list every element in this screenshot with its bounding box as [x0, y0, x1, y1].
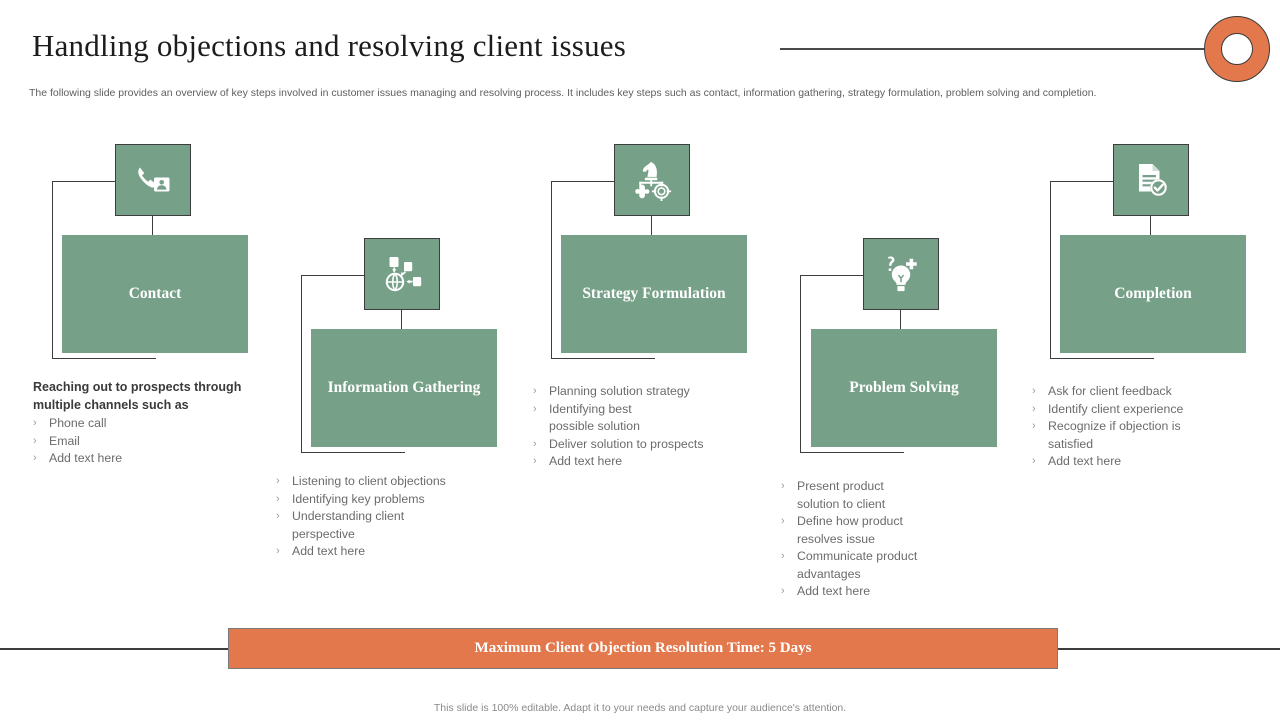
connector-stem-completion	[1150, 216, 1152, 236]
chevron-right-icon: ›	[276, 475, 280, 487]
connector-bracket-strategy-formulation	[551, 181, 655, 359]
step-bullets-contact: Reaching out to prospects through multip…	[33, 379, 258, 468]
chevron-right-icon: ›	[33, 434, 37, 447]
list-item: › Add text here	[276, 543, 501, 561]
chevron-right-icon: ›	[1032, 402, 1036, 415]
list-item: › Email	[33, 433, 258, 451]
list-item: › Identifying key problems	[276, 491, 501, 509]
lightbulb-question-icon	[879, 252, 923, 296]
connector-bracket-contact	[52, 181, 156, 359]
step-lead-contact: Reaching out to prospects through multip…	[33, 380, 242, 412]
list-item-text: Identifying key problems	[292, 491, 425, 506]
step-icon-contact[interactable]	[115, 144, 191, 216]
list-item: › Identify client experience	[1032, 401, 1257, 419]
list-item-text: Communicate product advantages	[797, 549, 918, 581]
step-icon-problem-solving[interactable]	[863, 238, 939, 310]
connector-stem-strategy-formulation	[651, 216, 653, 236]
list-item: › Define how product resolves issue	[781, 513, 981, 548]
list-item-text: Ask for client feedback	[1048, 384, 1172, 398]
chevron-right-icon: ›	[33, 417, 37, 429]
title-divider-rule	[780, 48, 1210, 50]
connector-stem-contact	[152, 216, 154, 236]
list-item-text: Phone call	[49, 416, 107, 430]
list-item: › Understanding client perspective	[276, 508, 501, 543]
network-data-icon	[380, 252, 424, 296]
list-item: › Add text here	[781, 583, 981, 601]
chevron-right-icon: ›	[533, 385, 537, 397]
step-bullets-strategy-formulation: › Planning solution strategy › Identifying…	[533, 383, 758, 471]
list-item-text: Email	[49, 433, 80, 448]
chevron-right-icon: ›	[33, 452, 37, 464]
connector-stem-problem-solving	[900, 310, 902, 330]
list-item-text: Recognize if objection is satisfied	[1048, 419, 1181, 451]
step-label-information-gathering: Information Gathering	[311, 329, 497, 447]
connector-bracket-problem-solving	[800, 275, 904, 453]
step-icon-information-gathering[interactable]	[364, 238, 440, 310]
chevron-right-icon: ›	[1032, 385, 1036, 397]
connector-stem-information-gathering	[401, 310, 403, 330]
list-item-text: Add text here	[49, 451, 123, 465]
list-item-text: Add text here	[292, 544, 366, 558]
resolution-time-banner: Maximum Client Objection Resolution Time…	[228, 628, 1058, 669]
chevron-right-icon: ›	[276, 510, 280, 522]
step-icon-completion[interactable]	[1113, 144, 1189, 216]
chevron-right-icon: ›	[1032, 420, 1036, 432]
list-item: › Listening to client objections	[276, 473, 501, 491]
chevron-right-icon: ›	[781, 480, 785, 492]
footer-rule-right	[1058, 648, 1280, 650]
list-item-text: Planning solution strategy	[549, 384, 690, 398]
list-item: › Deliver solution to prospects	[533, 436, 758, 454]
donut-decoration-icon	[1204, 16, 1270, 82]
connector-bracket-completion	[1050, 181, 1154, 359]
list-item-text: Identify client experience	[1048, 401, 1184, 416]
chevron-right-icon: ›	[781, 515, 785, 527]
step-label-completion: Completion	[1060, 235, 1246, 353]
list-item: › Identifying best possible solution	[533, 401, 758, 436]
step-label-contact: Contact	[62, 235, 248, 353]
page-subtitle: The following slide provides an overview…	[29, 87, 1097, 99]
list-item-text: Add text here	[797, 584, 871, 598]
chevron-right-icon: ›	[533, 437, 537, 450]
list-item: › Planning solution strategy	[533, 383, 758, 401]
chevron-right-icon: ›	[276, 492, 280, 505]
chevron-right-icon: ›	[276, 545, 280, 557]
page-title: Handling objections and resolving client…	[32, 28, 626, 63]
step-bullets-problem-solving: › Present product solution to client › Def…	[781, 478, 981, 601]
list-item-text: Define how product resolves issue	[797, 514, 903, 546]
list-item: › Ask for client feedback	[1032, 383, 1257, 401]
step-icon-strategy-formulation[interactable]	[614, 144, 690, 216]
chevron-right-icon: ›	[533, 402, 537, 415]
connector-bracket-information-gathering	[301, 275, 405, 453]
list-item: › Add text here	[1032, 453, 1257, 471]
list-item-text: Deliver solution to prospects	[549, 436, 704, 451]
footer-rule-left	[0, 648, 228, 650]
list-item-text: Present product solution to client	[797, 479, 886, 511]
list-item-text: Understanding client perspective	[292, 509, 405, 541]
chess-knight-strategy-icon	[630, 158, 674, 202]
step-bullets-completion: › Ask for client feedback › Identify clien…	[1032, 383, 1257, 471]
document-check-icon	[1129, 158, 1173, 202]
list-item: › Add text here	[33, 450, 258, 468]
chevron-right-icon: ›	[533, 455, 537, 467]
list-item-text: Add text here	[1048, 454, 1122, 468]
chevron-right-icon: ›	[781, 585, 785, 597]
chevron-right-icon: ›	[781, 550, 785, 562]
chevron-right-icon: ›	[1032, 455, 1036, 467]
list-item: › Phone call	[33, 415, 258, 433]
list-item: › Add text here	[533, 453, 758, 471]
footer-note: This slide is 100% editable. Adapt it to…	[433, 702, 847, 714]
list-item-text: Add text here	[549, 454, 623, 468]
list-item: › Present product solution to client	[781, 478, 981, 513]
step-bullets-information-gathering: › Listening to client objections › Identif…	[276, 473, 501, 561]
list-item-text: Identifying best possible solution	[549, 401, 640, 434]
step-label-problem-solving: Problem Solving	[811, 329, 997, 447]
list-item: › Recognize if objection is satisfied	[1032, 418, 1257, 453]
step-label-strategy-formulation: Strategy Formulation	[561, 235, 747, 353]
phone-contact-icon	[131, 158, 175, 202]
list-item-text: Listening to client objections	[292, 474, 446, 488]
list-item: › Communicate product advantages	[781, 548, 981, 583]
